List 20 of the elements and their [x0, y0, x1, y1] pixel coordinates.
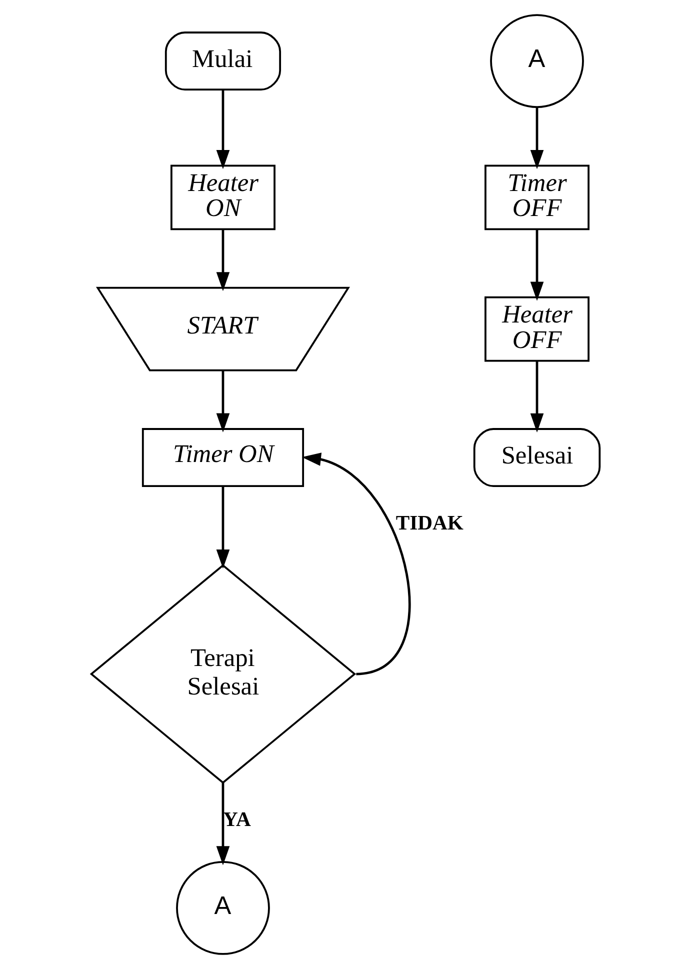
arrow	[216, 229, 230, 292]
edge-label: YA	[222, 809, 250, 832]
node-box: Heater OFF	[484, 296, 589, 362]
node-box: Selesai	[472, 428, 600, 488]
arrow	[216, 486, 230, 569]
node-box: Timer OFF	[484, 164, 589, 230]
node-box: Timer ON	[141, 428, 304, 488]
node-box: Heater ON	[170, 164, 275, 230]
arrow	[301, 452, 410, 676]
arrow	[530, 229, 544, 301]
edge-label: TIDAK	[395, 512, 463, 535]
arrow	[216, 782, 230, 866]
arrow	[216, 90, 230, 170]
node-diamond: Terapi Selesai	[89, 564, 356, 784]
node-circle: A	[490, 14, 584, 108]
node-box: Mulai	[164, 32, 281, 91]
arrow	[216, 371, 230, 432]
node-circle: A	[176, 861, 270, 955]
arrow	[530, 360, 544, 432]
arrow	[530, 108, 544, 170]
